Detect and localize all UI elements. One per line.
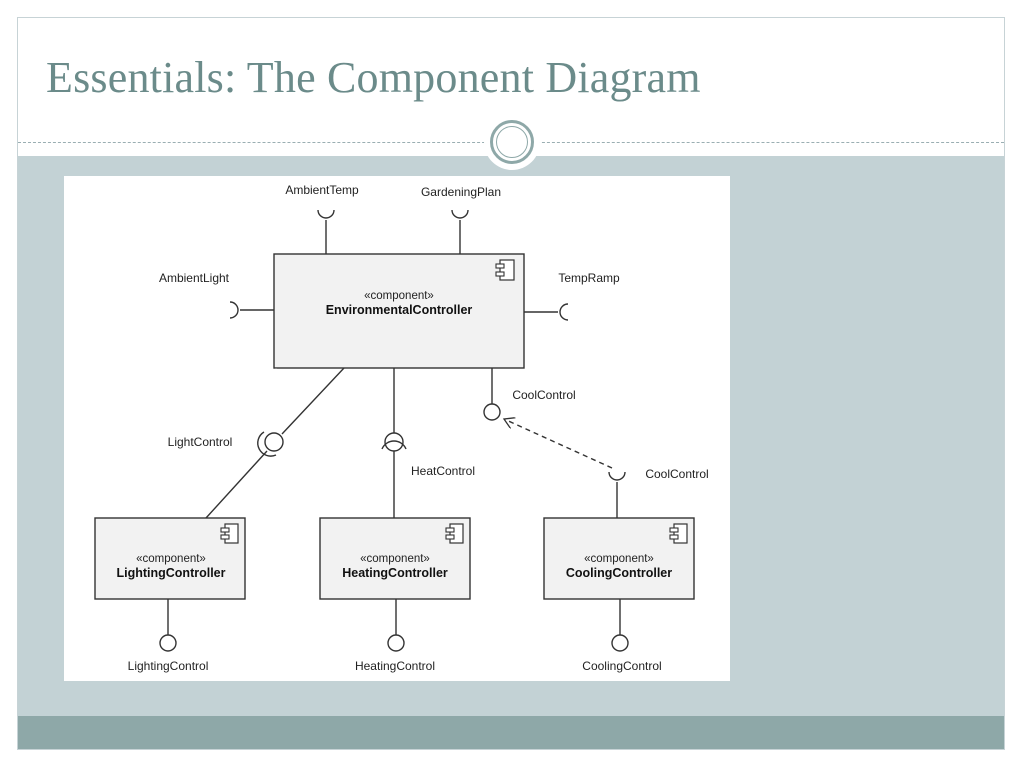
light-control-label: LightControl: [168, 435, 233, 449]
component-icon: [669, 523, 688, 544]
light-control-assembly: LightControl: [168, 367, 345, 519]
cool-control-dependency: [504, 419, 613, 469]
temp-ramp-label: TempRamp: [558, 271, 620, 285]
heat-control-label: HeatControl: [411, 464, 475, 478]
heating-control-label: HeatingControl: [355, 659, 435, 673]
cooling-controller: «component» CoolingController: [543, 517, 695, 600]
cooling-control-lollipop: CoolingControl: [582, 599, 662, 673]
environmental-stereotype: «component»: [364, 290, 434, 302]
cooling-name: CoolingController: [566, 566, 672, 580]
component-diagram: «component» EnvironmentalController Ambi…: [64, 176, 730, 681]
heat-control-assembly: HeatControl: [381, 368, 475, 518]
gardening-plan-label: GardeningPlan: [421, 185, 501, 199]
cool-control-required: CoolControl: [608, 467, 709, 518]
component-diagram-svg: «component» EnvironmentalController Ambi…: [94, 183, 709, 673]
cooling-control-label: CoolingControl: [582, 659, 661, 673]
temp-ramp-socket: TempRamp: [524, 271, 620, 321]
lighting-control-lollipop: LightingControl: [128, 599, 209, 673]
lighting-stereotype: «component»: [136, 553, 206, 565]
component-icon: [445, 523, 464, 544]
cooling-stereotype: «component»: [584, 553, 654, 565]
ambient-temp-socket: AmbientTemp: [285, 183, 359, 254]
component-icon: [220, 523, 239, 544]
ambient-light-socket: AmbientLight: [159, 271, 274, 319]
divider-ornament-ring: [490, 120, 534, 164]
ambient-light-label: AmbientLight: [159, 271, 230, 285]
heating-controller: «component» HeatingController: [319, 517, 471, 600]
environmental-name: EnvironmentalController: [326, 303, 473, 317]
heating-name: HeatingController: [342, 566, 448, 580]
heating-stereotype: «component»: [360, 553, 430, 565]
slide-title: Essentials: The Component Diagram: [46, 53, 701, 102]
gardening-plan-socket: GardeningPlan: [421, 185, 501, 254]
lighting-name: LightingController: [116, 566, 225, 580]
ambient-temp-label: AmbientTemp: [285, 183, 359, 197]
cool-control-provided: CoolControl: [483, 368, 576, 421]
cool-control-provided-label: CoolControl: [512, 388, 575, 402]
component-icon: [495, 259, 515, 281]
environmental-controller: «component» EnvironmentalController: [273, 253, 525, 369]
heating-control-lollipop: HeatingControl: [355, 599, 435, 673]
lighting-control-label: LightingControl: [128, 659, 209, 673]
cool-control-required-label: CoolControl: [645, 467, 708, 481]
lighting-controller: «component» LightingController: [94, 517, 246, 600]
footer-band: [18, 716, 1004, 749]
